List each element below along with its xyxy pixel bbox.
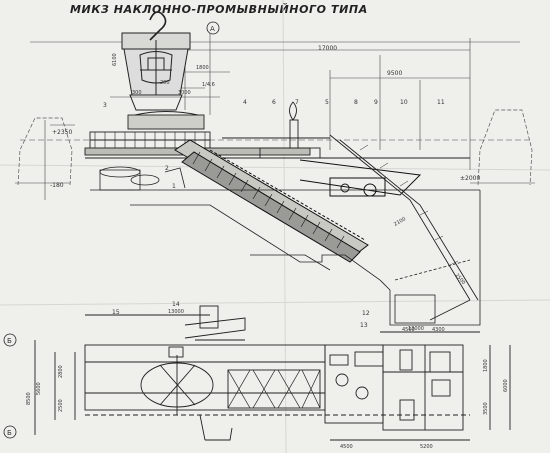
elev-4: 2100 xyxy=(393,216,407,228)
elev-5: 4500 xyxy=(402,327,415,333)
plan-dim-top-a: 13000 xyxy=(168,309,184,315)
callout-6: 6 xyxy=(272,99,276,106)
callout-2: 2 xyxy=(165,165,169,172)
dim-right-span: 9500 xyxy=(387,70,402,77)
dim-left-a: 300 xyxy=(132,90,142,96)
elev-6: 4300 xyxy=(432,327,445,333)
drawing-title: МИКЗ НАКЛОННО-ПРОМЫВНЫЙНОГО ТИПА xyxy=(70,3,368,16)
right-outline xyxy=(477,109,533,186)
callout-13: 13 xyxy=(360,322,368,329)
plan-dim-top-b: 13000 xyxy=(408,326,424,332)
plan-dim-right-c: 3500 xyxy=(483,402,489,415)
elev-1: +2350 xyxy=(52,129,72,136)
callout-15: 15 xyxy=(112,309,120,316)
plan-view xyxy=(34,305,511,441)
section-mark-2: Б xyxy=(7,429,12,437)
plan-dim-left-b: 2800 xyxy=(58,365,64,378)
inclined-washer xyxy=(174,139,422,263)
elev-3: ±2000 xyxy=(460,175,480,182)
callout-12: 12 xyxy=(362,310,370,317)
callout-3: 3 xyxy=(103,102,107,109)
plan-dim-left-c: 2500 xyxy=(58,399,64,412)
plan-dim-right-a: 6000 xyxy=(503,379,509,392)
callout-7: 7 xyxy=(295,99,299,106)
axis-marker-a: А xyxy=(210,25,215,33)
plan-dim-right-b: 1800 xyxy=(483,359,489,372)
callout-8: 8 xyxy=(354,99,358,106)
elev-2: -180 xyxy=(50,182,64,189)
elev-7: 2500 xyxy=(453,272,466,286)
callout-4: 4 xyxy=(243,99,247,106)
callout-1: 1 xyxy=(172,183,176,190)
callout-11: 11 xyxy=(437,99,445,106)
callout-9: 9 xyxy=(374,99,378,106)
conveyor xyxy=(329,134,479,301)
dimension-lines xyxy=(15,32,535,200)
callout-10: 10 xyxy=(400,99,408,106)
callout-14: 14 xyxy=(172,301,180,308)
axis-markers xyxy=(3,21,220,439)
plan-dim-left-total: 8500 xyxy=(26,392,32,405)
callout-5: 5 xyxy=(325,99,329,106)
hopper-bucket xyxy=(121,11,191,111)
section-mark-1: Б xyxy=(7,337,12,345)
dim-left-b: 3000 xyxy=(178,90,191,96)
dim-hook: 6100 xyxy=(112,53,118,66)
plan-dim-bottom-a: 4500 xyxy=(340,444,353,450)
plan-dim-left-a: 5600 xyxy=(36,382,42,395)
dim-left-c: 1800 xyxy=(196,65,209,71)
dim-overall: 17000 xyxy=(318,45,337,52)
dim-hook-lower: 1/4.6 xyxy=(202,82,215,88)
plan-dim-bottom-b: 5200 xyxy=(420,444,433,450)
dim-200: 200 xyxy=(160,80,170,86)
foundation-pit xyxy=(90,166,481,326)
